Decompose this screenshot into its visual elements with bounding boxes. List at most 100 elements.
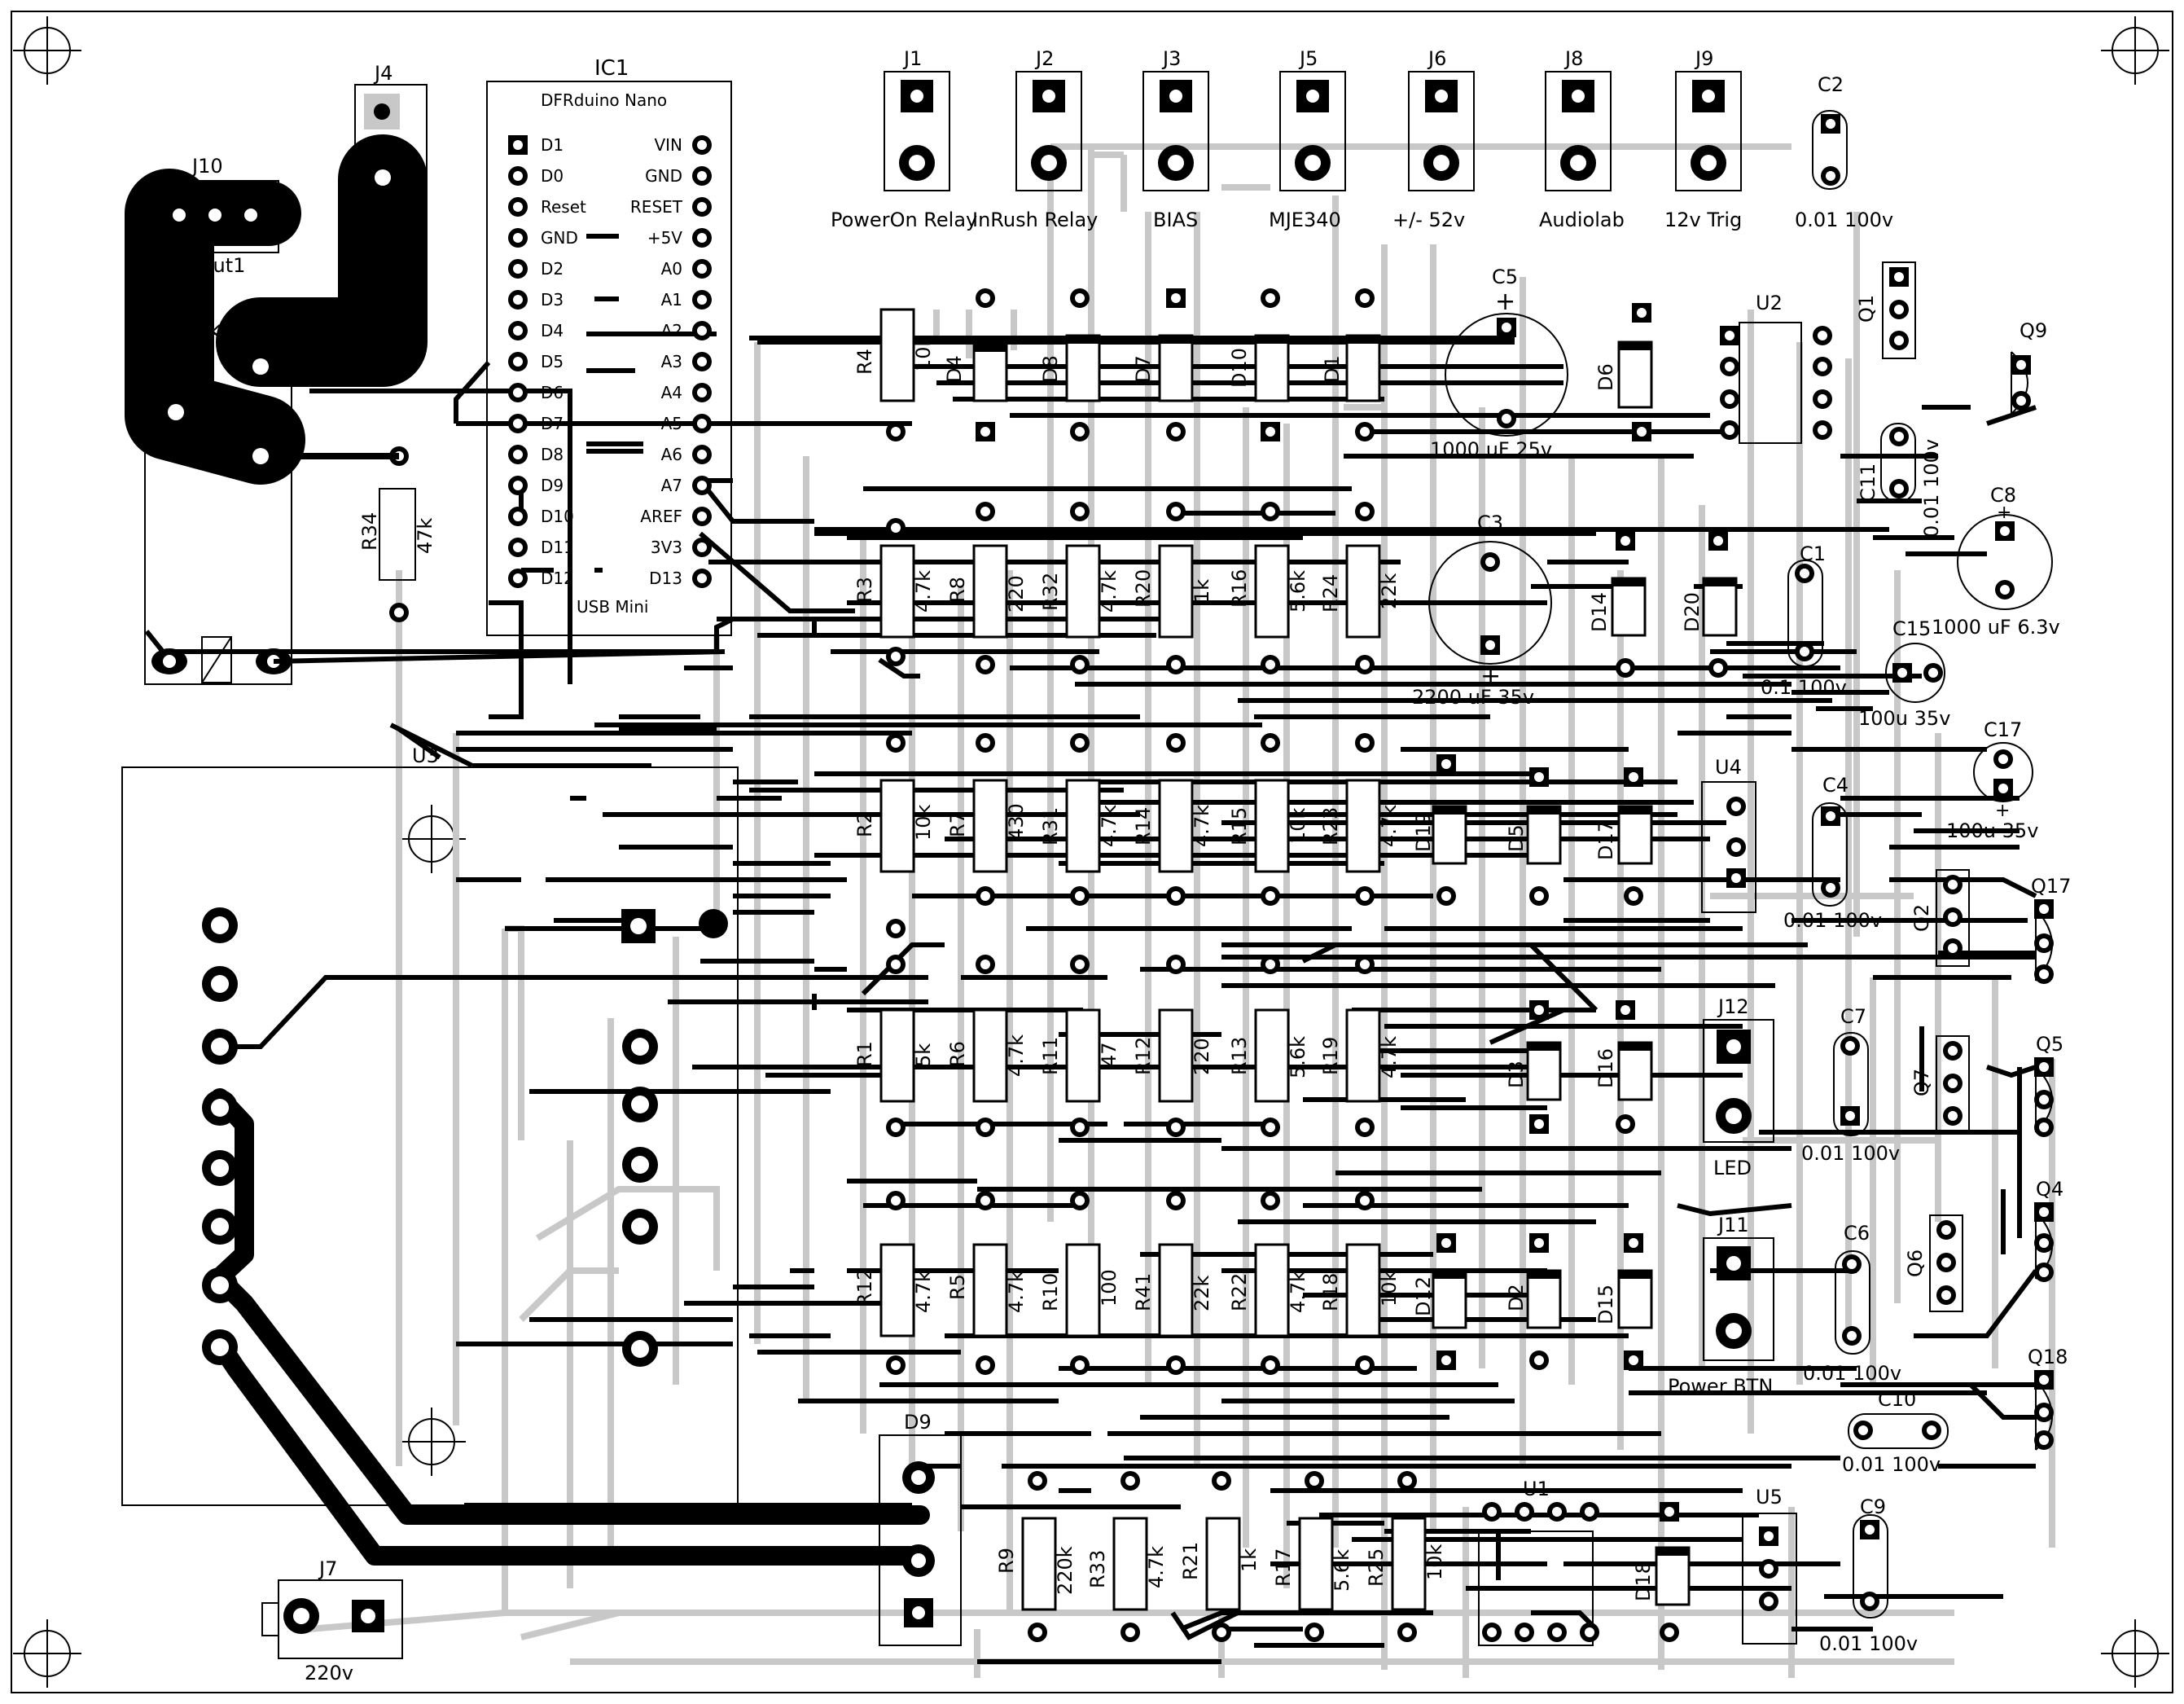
svg-text:R14: R14 [1132, 807, 1155, 845]
svg-text:D16: D16 [1594, 1048, 1617, 1088]
svg-text:A2: A2 [661, 321, 682, 340]
svg-text:C6: C6 [1844, 1222, 1870, 1245]
diode-bands [974, 336, 1736, 1556]
svg-text:D13: D13 [649, 569, 682, 588]
svg-text:C17: C17 [1984, 718, 2022, 741]
svg-text:GND: GND [541, 228, 578, 248]
svg-text:Reset: Reset [541, 197, 586, 217]
svg-text:R9: R9 [995, 1548, 1018, 1574]
j11-desc: Power BTN [1668, 1375, 1773, 1398]
j10-label: J10 [191, 155, 223, 178]
svg-text:R2: R2 [853, 811, 876, 837]
svg-text:4.7k: 4.7k [1378, 1036, 1401, 1078]
svg-text:4.7k: 4.7k [1287, 1271, 1309, 1313]
svg-text:D5: D5 [541, 352, 564, 371]
ic1-left-pins: D1 D0 Reset GND D2 D3 D4 D5 D6 D7 D8 D9 … [541, 135, 586, 588]
svg-text:0.01 100v: 0.01 100v [1795, 209, 1893, 231]
j3-desc: BIAS [1153, 209, 1198, 231]
j1-label: J1 [902, 47, 922, 70]
polarity-marks: + + + + [1480, 288, 2011, 821]
svg-text:Q7: Q7 [1910, 1069, 1933, 1096]
svg-text:D5: D5 [1505, 824, 1528, 852]
svg-text:R24: R24 [1319, 574, 1342, 613]
svg-text:Q5: Q5 [2036, 1033, 2063, 1056]
u3-outline [121, 766, 739, 1506]
d9-label: D9 [904, 1411, 932, 1434]
svg-text:D8: D8 [1039, 355, 1062, 383]
j3-label: J3 [1161, 47, 1181, 70]
u3-label: U3 [412, 744, 439, 767]
svg-text:AREF: AREF [640, 507, 682, 526]
svg-text:C10: C10 [1878, 1388, 1916, 1411]
k1-label: K1 [208, 321, 234, 344]
mount-hole [12, 1618, 82, 1689]
svg-text:3V3: 3V3 [651, 538, 682, 557]
svg-text:D10: D10 [541, 507, 574, 526]
svg-text:D12: D12 [541, 569, 574, 588]
svg-text:4.7k: 4.7k [1098, 570, 1121, 613]
svg-text:C8: C8 [1990, 484, 2016, 507]
svg-text:2200 uF 35v: 2200 uF 35v [1412, 686, 1534, 709]
svg-text:22k: 22k [1191, 1275, 1213, 1311]
svg-text:A1: A1 [661, 290, 682, 310]
svg-text:R4: R4 [853, 349, 876, 375]
svg-text:Q9: Q9 [2020, 319, 2047, 342]
svg-text:D19: D19 [1412, 812, 1435, 852]
svg-text:VIN: VIN [654, 135, 682, 155]
svg-text:4.7k: 4.7k [1378, 805, 1401, 847]
j6-desc: +/- 52v [1392, 209, 1465, 231]
svg-text:Q4: Q4 [2036, 1178, 2063, 1201]
svg-text:4.7k: 4.7k [912, 1271, 935, 1313]
speaker-traces [125, 94, 726, 760]
svg-text:D1: D1 [541, 135, 564, 155]
svg-text:C15: C15 [1892, 617, 1931, 640]
svg-text:C11: C11 [1857, 463, 1879, 502]
svg-text:D8: D8 [541, 445, 564, 464]
svg-text:C1: C1 [1800, 542, 1826, 565]
svg-text:D4: D4 [541, 321, 564, 340]
svg-text:4.7k: 4.7k [1005, 1034, 1028, 1077]
svg-text:D14: D14 [1588, 592, 1611, 632]
svg-text:4.7k: 4.7k [1191, 805, 1213, 847]
svg-text:1000 uF 25v: 1000 uF 25v [1430, 438, 1552, 461]
svg-text:R22: R22 [1228, 1273, 1251, 1311]
svg-text:220k: 220k [1054, 1546, 1077, 1595]
j11-label: J11 [1717, 1214, 1749, 1236]
svg-text:R16: R16 [1228, 569, 1251, 608]
j8-label: J8 [1563, 47, 1583, 70]
svg-text:A6: A6 [661, 445, 682, 464]
svg-text:R25: R25 [1365, 1548, 1388, 1587]
svg-text:A4: A4 [661, 383, 682, 402]
svg-text:D6: D6 [541, 383, 564, 402]
svg-text:Q17: Q17 [2031, 875, 2071, 898]
u1-label: U1 [1523, 1478, 1550, 1500]
ic1-outline [486, 81, 732, 636]
svg-text:5k: 5k [912, 1043, 935, 1067]
j5-label: J5 [1298, 47, 1318, 70]
svg-text:R15: R15 [1228, 807, 1251, 845]
svg-text:10k: 10k [1287, 807, 1309, 844]
j9-label: J9 [1694, 47, 1713, 70]
j8-desc: Audiolab [1539, 209, 1625, 231]
svg-text:R6: R6 [946, 1041, 969, 1067]
svg-text:A5: A5 [661, 414, 682, 433]
svg-text:RESET: RESET [630, 197, 683, 217]
svg-text:5.6k: 5.6k [1331, 1549, 1353, 1592]
j2-label: J2 [1034, 47, 1054, 70]
svg-text:R12: R12 [853, 1268, 876, 1307]
svg-text:430: 430 [1005, 803, 1028, 841]
svg-text:R5: R5 [946, 1274, 969, 1300]
svg-text:R33: R33 [1086, 1550, 1109, 1588]
svg-text:R19: R19 [1319, 1037, 1342, 1075]
svg-text:C2: C2 [1818, 73, 1844, 96]
svg-text:D7: D7 [1132, 355, 1155, 383]
svg-text:10k: 10k [912, 335, 935, 371]
svg-text:R41: R41 [1132, 1273, 1155, 1311]
j9-desc: 12v Trig [1664, 209, 1742, 231]
svg-text:D15: D15 [1594, 1285, 1617, 1324]
component-bodies [879, 308, 1738, 1611]
j1-desc: PowerOn Relay [831, 209, 977, 231]
j7-label: J7 [318, 1557, 337, 1580]
j2-desc: InRush Relay [972, 209, 1098, 231]
board-outline [11, 11, 2173, 1693]
